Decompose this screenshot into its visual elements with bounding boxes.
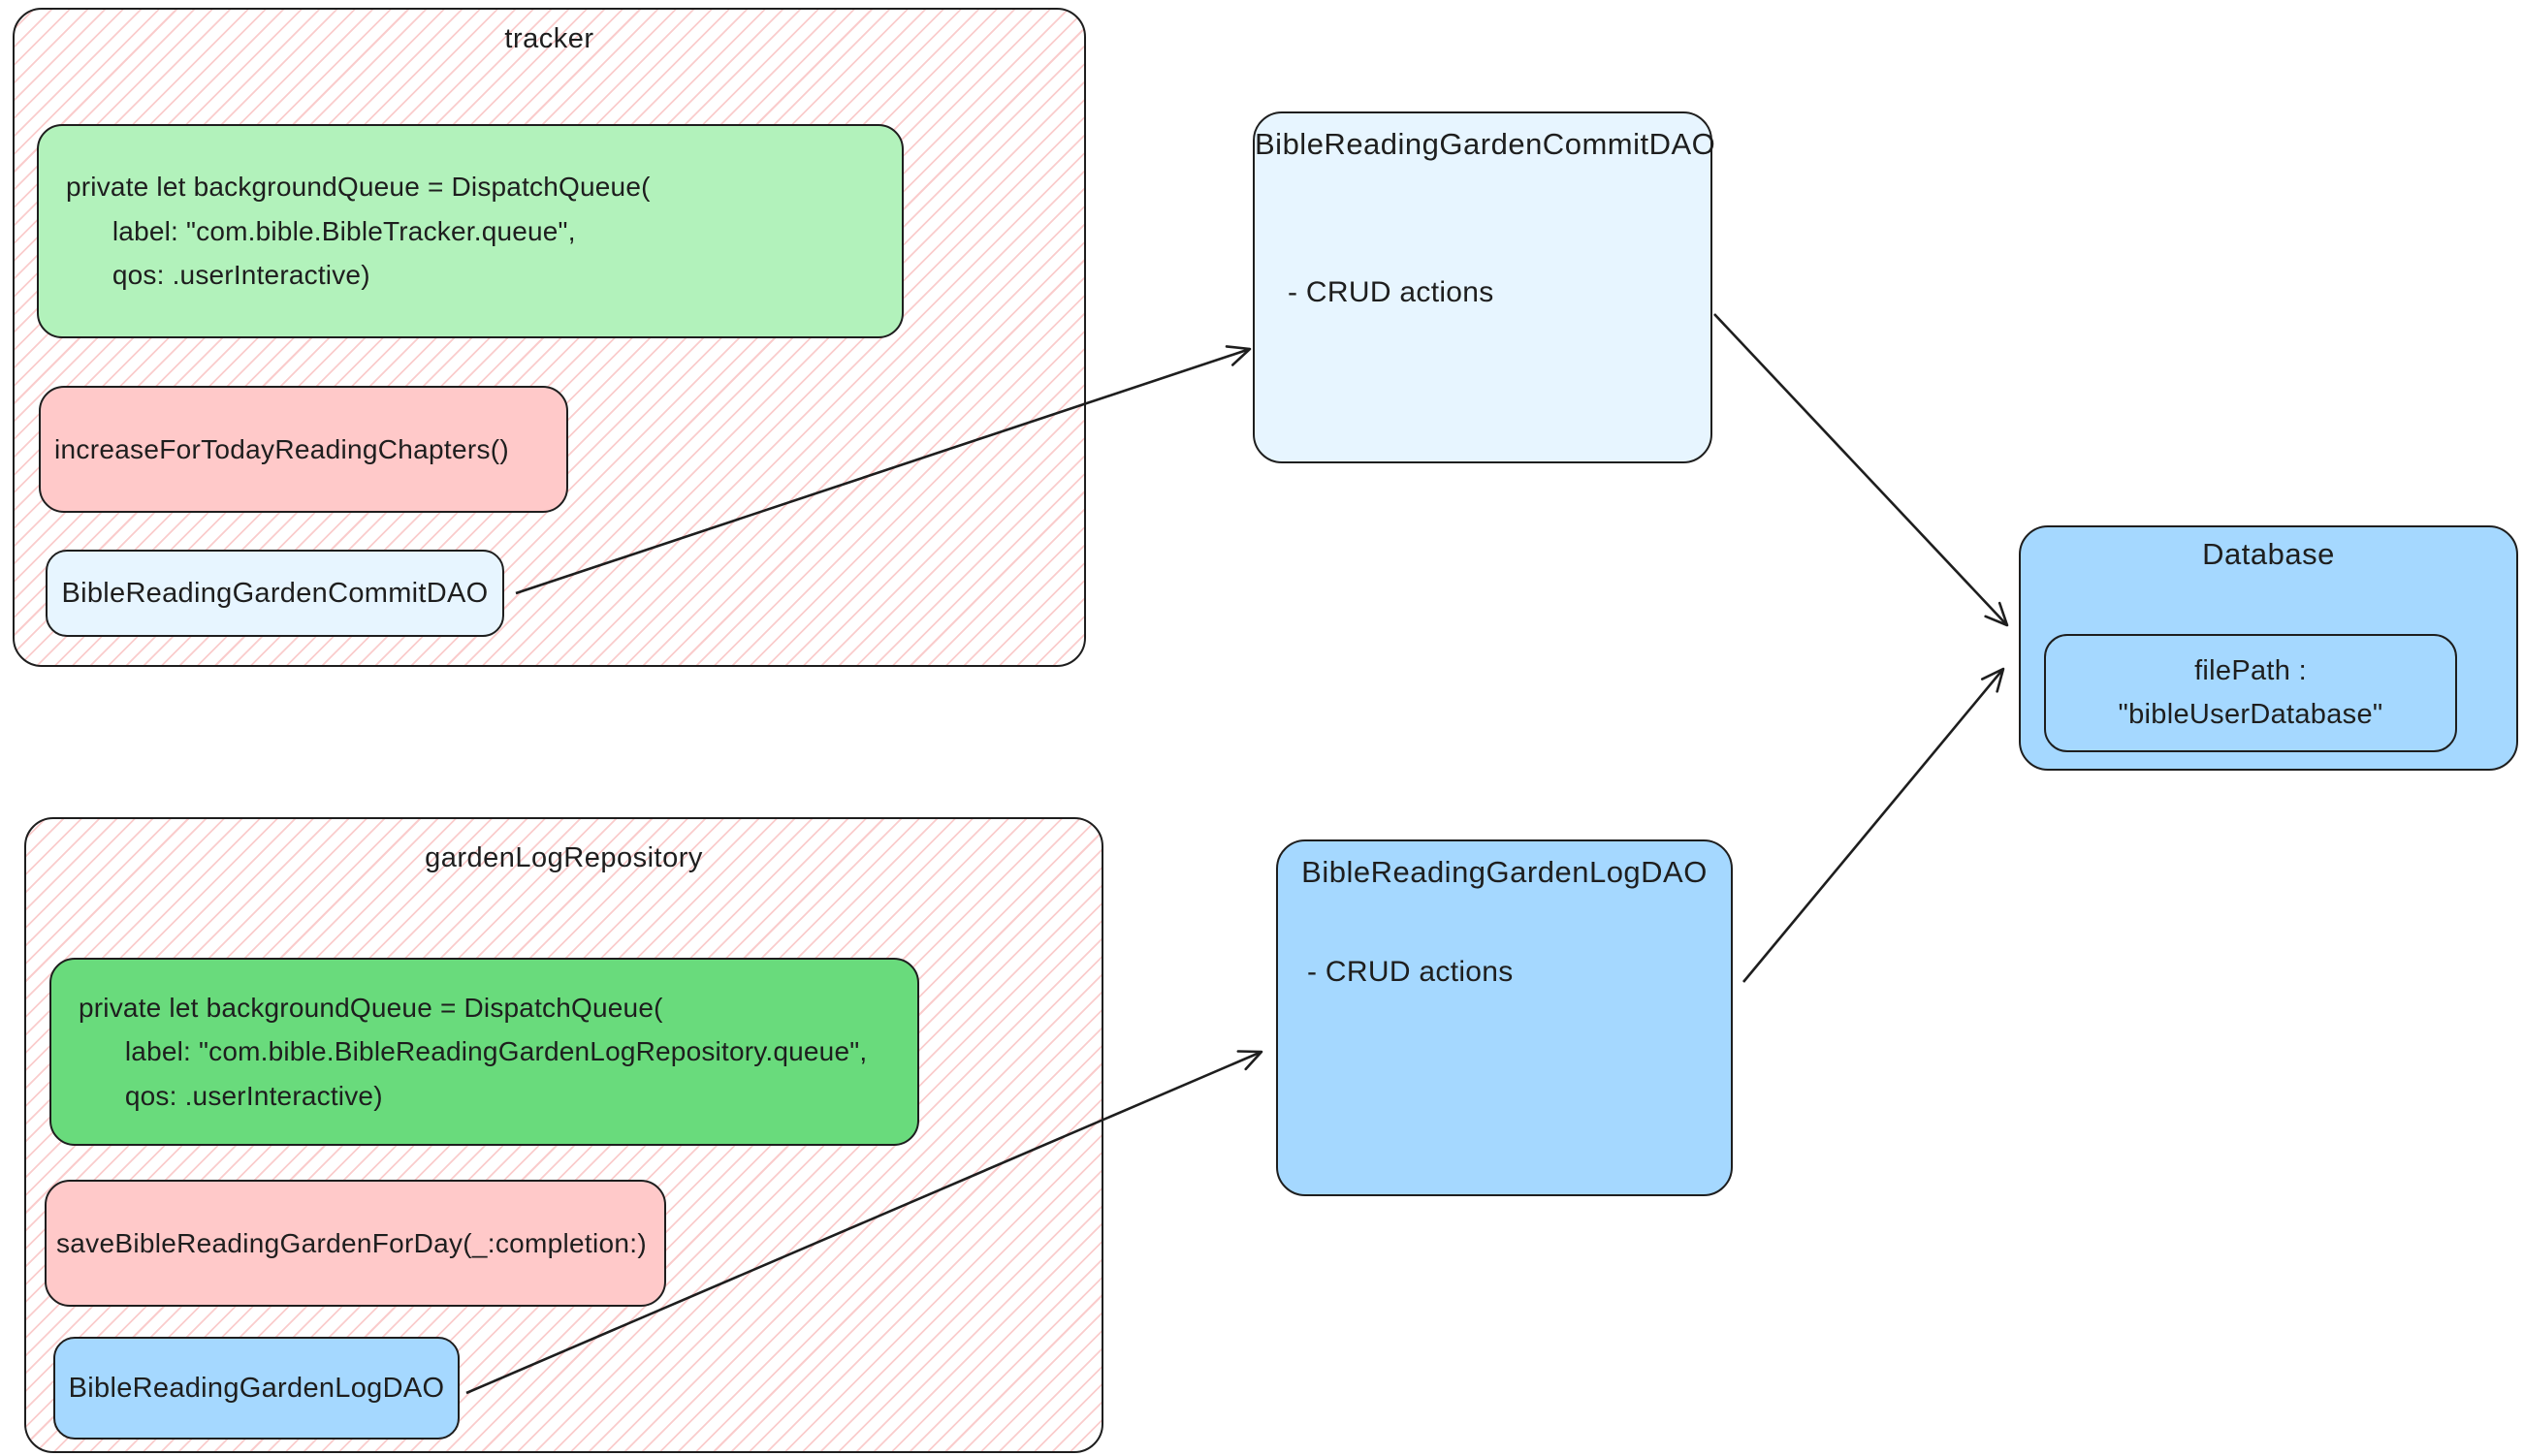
code-line: private let backgroundQueue = DispatchQu… (79, 992, 663, 1023)
code-line: label: "com.bible.BibleTracker.queue", (66, 215, 576, 246)
database-node[interactable]: Database filePath : "bibleUserDatabase" (2019, 525, 2518, 771)
save-method-box[interactable]: saveBibleReadingGardenForDay(_:completio… (45, 1180, 666, 1307)
commit-dao-node[interactable]: BibleReadingGardenCommitDAO - CRUD actio… (1253, 111, 1716, 463)
arrow-log-dao-to-database[interactable] (1741, 667, 2005, 983)
tracker-container-title: tracker (504, 23, 594, 54)
tracker-queue-code-box[interactable]: private let backgroundQueue = DispatchQu… (37, 124, 904, 338)
tracker-container[interactable]: tracker private let backgroundQueue = Di… (13, 8, 1086, 667)
log-dao-node-title: BibleReadingGardenLogDAO (1301, 855, 1708, 889)
commit-dao-node-body: - CRUD actions (1288, 276, 1494, 308)
log-dao-ref-box[interactable]: BibleReadingGardenLogDAO (53, 1337, 460, 1440)
arrow-commit-dao-to-database[interactable] (1713, 313, 2009, 627)
commit-dao-node-title: BibleReadingGardenCommitDAO (1255, 127, 1716, 161)
code-line: qos: .userInteractive) (66, 260, 370, 291)
garden-log-queue-code-box[interactable]: private let backgroundQueue = DispatchQu… (49, 958, 919, 1146)
increase-method-box[interactable]: increaseForTodayReadingChapters() (39, 386, 568, 513)
garden-log-repository-container[interactable]: gardenLogRepository private let backgrou… (24, 817, 1103, 1453)
file-path-line: "bibleUserDatabase" (2118, 699, 2383, 730)
code-line: qos: .userInteractive) (79, 1080, 383, 1111)
log-dao-node[interactable]: BibleReadingGardenLogDAO - CRUD actions (1276, 839, 1733, 1196)
code-line: private let backgroundQueue = DispatchQu… (66, 172, 651, 203)
save-method-label: saveBibleReadingGardenForDay(_:completio… (56, 1227, 647, 1258)
file-path-box[interactable]: filePath : "bibleUserDatabase" (2044, 634, 2457, 752)
log-dao-ref-label: BibleReadingGardenLogDAO (68, 1372, 445, 1404)
file-path-line: filePath : (2194, 655, 2307, 687)
log-dao-node-body: - CRUD actions (1307, 956, 1514, 988)
code-line: label: "com.bible.BibleReadingGardenLogR… (79, 1036, 868, 1067)
database-node-title: Database (2202, 537, 2335, 571)
commit-dao-ref-box[interactable]: BibleReadingGardenCommitDAO (46, 550, 504, 637)
garden-log-repository-title: gardenLogRepository (425, 842, 703, 873)
increase-method-label: increaseForTodayReadingChapters() (54, 433, 510, 464)
commit-dao-ref-label: BibleReadingGardenCommitDAO (61, 577, 489, 609)
